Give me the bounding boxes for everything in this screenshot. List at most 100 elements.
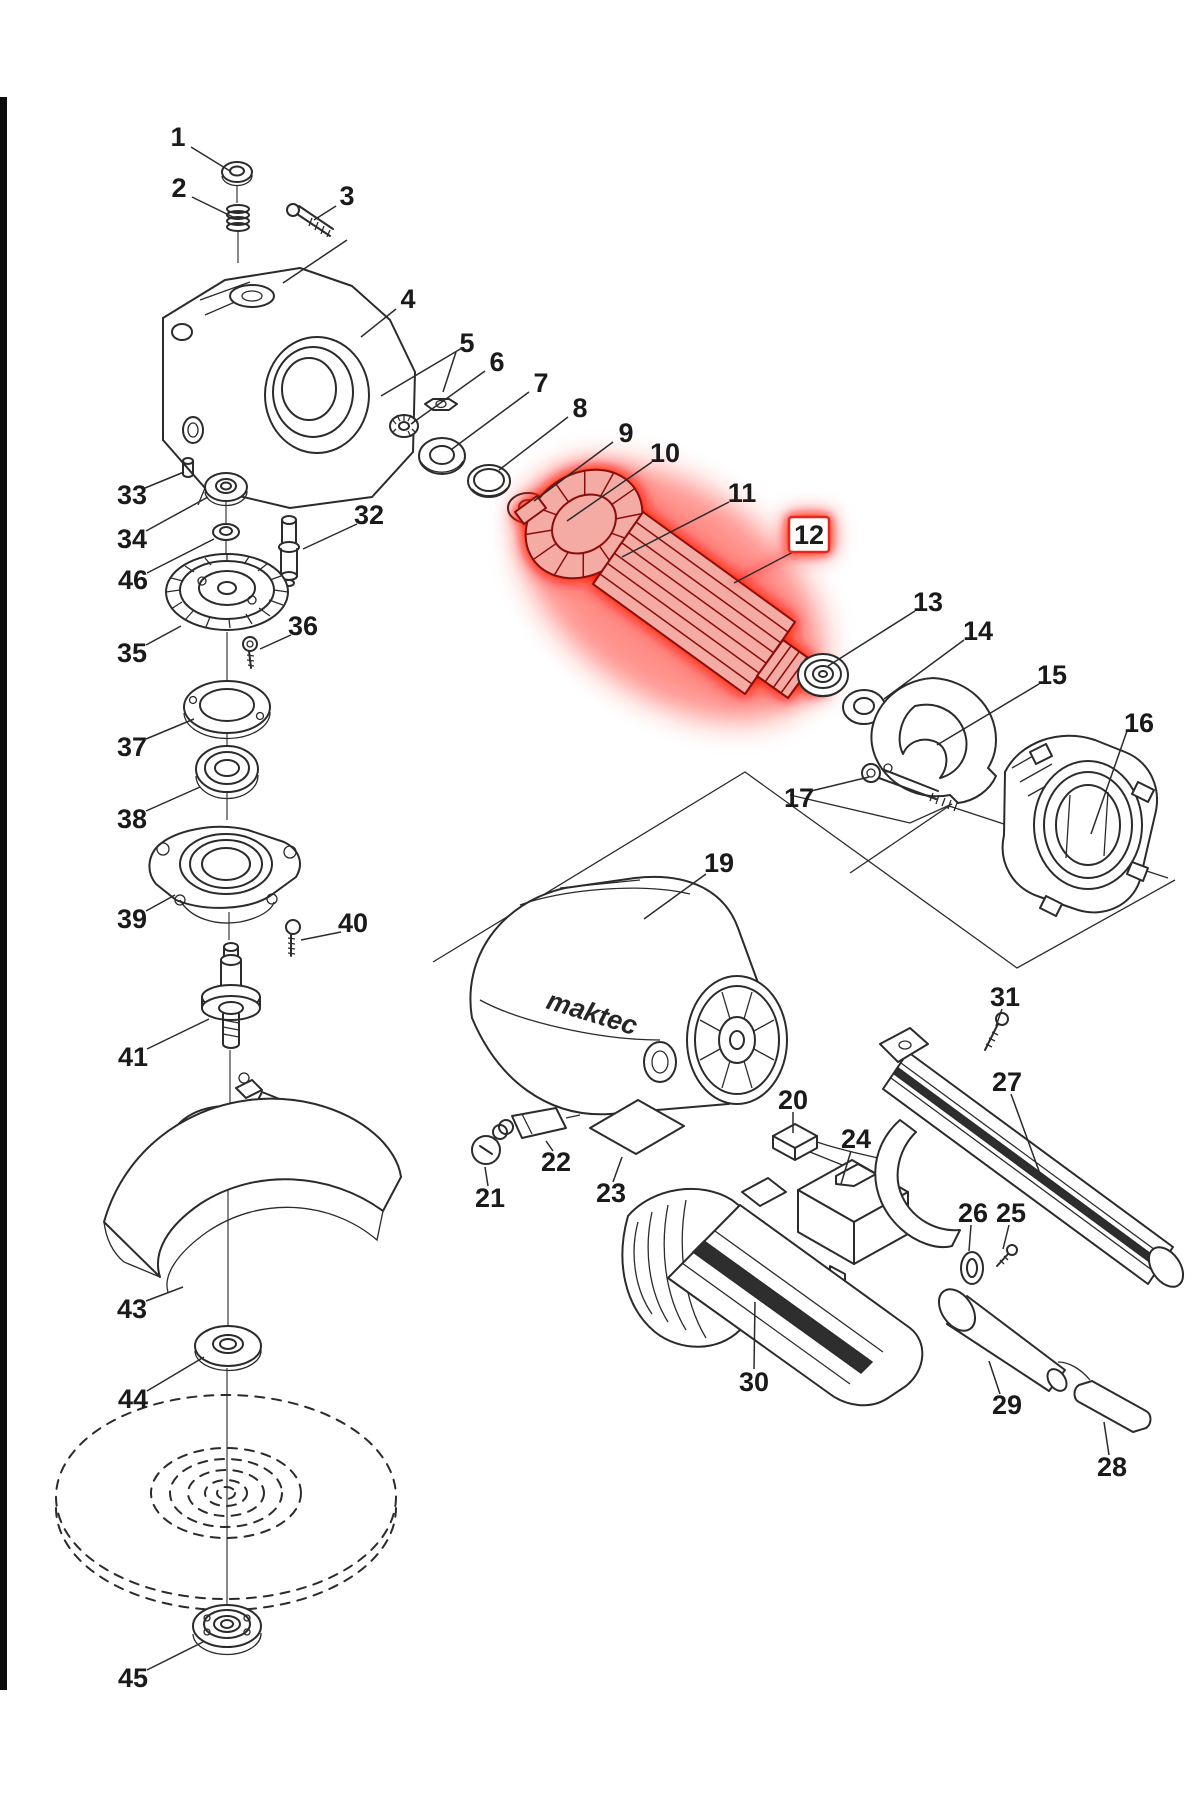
leader-line-5 xyxy=(442,351,457,393)
leader-line-1 xyxy=(190,146,231,172)
part-number-23: 23 xyxy=(596,1178,626,1208)
part-46-washer xyxy=(212,523,240,541)
part-11-fan xyxy=(524,468,644,580)
part-label-15: 15 xyxy=(936,660,1067,746)
part-39-bearing-box xyxy=(148,825,301,924)
leader-line-41 xyxy=(146,1018,210,1050)
part-label-34: 34 xyxy=(117,496,209,554)
part-number-37: 37 xyxy=(117,732,147,762)
part-label-1: 1 xyxy=(170,122,231,172)
leader-line-35 xyxy=(145,625,182,646)
part-35-bevel-gear xyxy=(165,553,289,631)
part-number-14: 14 xyxy=(963,616,993,646)
part-number-35: 35 xyxy=(117,638,147,668)
part-number-19: 19 xyxy=(704,848,734,878)
part-number-17: 17 xyxy=(784,783,814,813)
part-label-21: 21 xyxy=(475,1166,505,1213)
part-label-20: 20 xyxy=(778,1085,808,1133)
page-edge-bar xyxy=(0,97,7,1690)
leader-line-40 xyxy=(300,931,342,941)
part-2-spring xyxy=(226,204,250,232)
part-28-power-cord xyxy=(1057,1361,1152,1433)
leader-line-6 xyxy=(410,370,486,425)
leader-line-19 xyxy=(643,873,707,920)
part-number-9: 9 xyxy=(618,418,633,448)
part-43-wheel-guard xyxy=(103,1072,402,1293)
part-label-30: 30 xyxy=(739,1301,769,1397)
part-number-28: 28 xyxy=(1097,1452,1127,1482)
part-label-3: 3 xyxy=(282,181,355,284)
leader-line-29 xyxy=(988,1360,1001,1395)
part-number-36: 36 xyxy=(288,611,318,641)
part-number-22: 22 xyxy=(541,1147,571,1177)
part-21-brush-cap xyxy=(471,1135,501,1165)
part-label-33: 33 xyxy=(117,471,185,510)
part-25-screw xyxy=(996,1244,1018,1267)
part-number-40: 40 xyxy=(338,908,368,938)
part-number-41: 41 xyxy=(118,1042,148,1072)
part-number-44: 44 xyxy=(118,1384,148,1414)
part-45-lock-nut xyxy=(192,1604,262,1656)
part-26-grommet xyxy=(960,1251,984,1285)
part-label-41: 41 xyxy=(118,1018,210,1072)
leader-line-26 xyxy=(968,1224,972,1252)
part-number-4: 4 xyxy=(400,284,415,314)
part-number-5: 5 xyxy=(459,328,474,358)
leader-line-44 xyxy=(146,1356,205,1392)
part-number-25: 25 xyxy=(996,1198,1026,1228)
part-44-inner-flange xyxy=(194,1325,262,1372)
part-label-31: 31 xyxy=(990,982,1020,1027)
leader-line-21 xyxy=(484,1166,489,1187)
part-number-7: 7 xyxy=(533,368,548,398)
part-29-cord-guard xyxy=(937,1288,1068,1392)
leader-line-8 xyxy=(498,416,569,471)
leader-line-36 xyxy=(259,634,292,650)
part-number-12: 12 xyxy=(794,520,824,550)
part-5-nut xyxy=(424,398,458,411)
part-label-28: 28 xyxy=(1097,1421,1127,1482)
leader-line-12 xyxy=(733,550,796,584)
leader-line-39 xyxy=(145,894,176,912)
part-label-26: 26 xyxy=(958,1198,988,1252)
part-41-spindle xyxy=(201,942,261,1049)
part-37-bearing-plate xyxy=(183,680,271,740)
part-7-ball-bearing xyxy=(418,437,466,475)
part-number-32: 32 xyxy=(354,500,384,530)
part-label-4: 4 xyxy=(360,284,416,338)
part-number-46: 46 xyxy=(118,565,148,595)
part-label-11: 11 xyxy=(621,478,757,558)
part-label-17: 17 xyxy=(784,776,870,813)
leader-line-5 xyxy=(380,347,463,397)
leader-line-3 xyxy=(282,239,348,284)
part-label-9: 9 xyxy=(533,418,634,502)
grinding-wheel-dashed xyxy=(55,1394,397,1611)
part-label-19: 19 xyxy=(643,848,734,920)
part-8-sleeve-ring xyxy=(467,464,511,498)
leader-line-10 xyxy=(566,461,653,522)
part-label-16: 16 xyxy=(1090,708,1154,835)
part-number-45: 45 xyxy=(118,1663,148,1693)
part-label-2: 2 xyxy=(171,173,234,218)
part-number-11: 11 xyxy=(728,478,757,508)
part-number-38: 38 xyxy=(117,804,147,834)
part-19-motor-housing: maktec xyxy=(469,876,788,1116)
part-16-stator xyxy=(1001,734,1158,917)
part-label-12: 12 xyxy=(733,515,831,584)
part-14-bearing xyxy=(842,689,886,725)
part-label-35: 35 xyxy=(117,625,182,668)
part-number-24: 24 xyxy=(841,1124,871,1154)
part-38-bearing xyxy=(195,745,259,800)
part-22-carbon-brush xyxy=(492,1107,581,1140)
leader-line-16 xyxy=(1090,730,1128,835)
part-label-5: 5 xyxy=(380,328,475,397)
leader-line-27 xyxy=(1010,1093,1044,1183)
leader-line-14 xyxy=(883,639,965,700)
leader-line-25 xyxy=(1002,1224,1010,1250)
part-label-39: 39 xyxy=(117,894,176,934)
part-number-3: 3 xyxy=(339,181,354,211)
part-number-6: 6 xyxy=(489,347,504,377)
part-label-10: 10 xyxy=(566,438,680,522)
part-label-38: 38 xyxy=(117,786,201,834)
part-40-screw xyxy=(285,919,301,957)
part-number-39: 39 xyxy=(117,904,147,934)
